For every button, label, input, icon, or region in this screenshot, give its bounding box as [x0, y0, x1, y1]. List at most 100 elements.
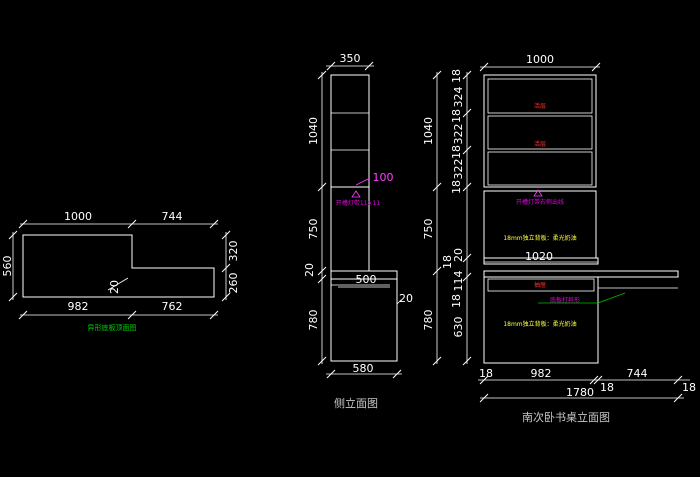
side-callout-100: 100 [373, 171, 394, 184]
front-elevation: 1000 1040 750 780 18 324 18 322 18 322 1… [422, 53, 696, 424]
side-callout-leader [355, 177, 371, 186]
front-note-led: 开槽灯带右侧出线 [516, 198, 564, 206]
tick [18, 310, 28, 320]
side-dim-780: 780 [307, 310, 320, 331]
plan-caption: 异形底板顶面图 [88, 323, 137, 332]
side-leader-right [396, 299, 402, 305]
tick [392, 369, 402, 379]
tick [364, 61, 374, 71]
front-dim-18-right: 18 [682, 381, 696, 394]
front-dim-1000: 1000 [526, 53, 554, 66]
front-note-drawer: 抽屉 [534, 281, 546, 289]
front-groove-marker [533, 189, 543, 197]
tick [673, 375, 683, 385]
tick [221, 263, 231, 273]
front-note-base: 底板打异形 [550, 296, 580, 304]
plan-dim-1000: 1000 [64, 210, 92, 223]
side-lower-cabinet [330, 278, 398, 362]
tick [317, 274, 327, 284]
front-dim-18b: 18 [450, 109, 463, 123]
plan-dim-560: 560 [1, 256, 14, 277]
tick [462, 108, 472, 118]
front-note-back2: 18mm独立背板：柔光奶油 [503, 320, 576, 328]
plan-dim-260: 260 [227, 273, 240, 294]
tick [317, 356, 327, 366]
plan-dim-982: 982 [68, 300, 89, 313]
front-upper-cabinet [483, 74, 597, 188]
front-dim-750: 750 [422, 219, 435, 240]
side-groove-note: 开槽灯带11×11 [336, 199, 380, 207]
tick [462, 272, 472, 282]
front-note-shelf1: 活层 [534, 102, 546, 110]
front-dim-18f: 18 [450, 294, 463, 308]
front-dim-18d: 18 [450, 180, 463, 194]
front-dim-1020: 1020 [525, 250, 553, 263]
tick [8, 292, 18, 302]
front-upper-bay-1 [487, 78, 593, 114]
front-note-shelf2: 活层 [534, 140, 546, 148]
tick [589, 375, 599, 385]
front-dim-744: 744 [627, 367, 648, 380]
tick [432, 356, 442, 366]
tick [479, 375, 489, 385]
tick [221, 230, 231, 240]
front-dim-780: 780 [422, 310, 435, 331]
tick [326, 369, 336, 379]
side-groove-marker [351, 190, 361, 198]
tick [127, 310, 137, 320]
side-dim-20-right: 20 [399, 292, 413, 305]
front-dim-18a: 18 [450, 69, 463, 83]
front-upper-bay-2 [487, 115, 593, 150]
tick [462, 70, 472, 80]
tick [18, 219, 28, 229]
tick [462, 182, 472, 192]
front-dim-18e: 18 [441, 255, 454, 269]
side-dim-350: 350 [340, 52, 361, 65]
side-caption: 侧立面图 [334, 396, 378, 410]
tick [432, 70, 442, 80]
tick [221, 292, 231, 302]
tick [326, 61, 336, 71]
front-dim-982: 982 [531, 367, 552, 380]
front-dim-1040: 1040 [422, 117, 435, 145]
tick [127, 219, 137, 229]
tick [593, 375, 603, 385]
front-dim-322b: 322 [452, 159, 465, 180]
front-note-back1: 18mm独立背板：柔光奶油 [503, 234, 576, 242]
tick [432, 266, 442, 276]
plan-view: 1000 744 982 762 560 320 260 20 异形底板顶面图 [1, 210, 240, 332]
tick [317, 70, 327, 80]
front-drawer [487, 278, 595, 292]
side-dim-20: 20 [303, 263, 316, 277]
tick [479, 62, 489, 72]
tick [462, 356, 472, 366]
side-upper-cabinet [330, 74, 370, 188]
plan-dim-20: 20 [108, 280, 121, 294]
side-dim-750: 750 [307, 219, 320, 240]
tick [479, 393, 489, 403]
front-dim-18-left: 18 [479, 367, 493, 380]
tick [432, 182, 442, 192]
plan-dim-762: 762 [162, 300, 183, 313]
front-dim-630: 630 [452, 317, 465, 338]
tick [8, 230, 18, 240]
tick [209, 219, 219, 229]
front-desk-top [483, 257, 599, 265]
front-dim-18-mid: 18 [600, 381, 614, 394]
front-upper-bay-3 [487, 151, 593, 186]
front-dim-322a: 322 [452, 124, 465, 145]
front-dim-114: 114 [452, 271, 465, 292]
front-base-leader-2 [597, 292, 626, 304]
tick [317, 182, 327, 192]
side-elevation: 350 1040 750 20 780 500 20 580 100 开槽灯带1… [303, 52, 413, 410]
front-caption: 南次卧书桌立面图 [522, 410, 610, 424]
front-base-return [597, 277, 678, 289]
side-dim-1040: 1040 [307, 117, 320, 145]
plan-dim-744: 744 [162, 210, 183, 223]
side-dim-500: 500 [356, 273, 377, 286]
plan-dim-320: 320 [227, 241, 240, 262]
front-dim-324: 324 [452, 87, 465, 108]
plan-leader [107, 277, 129, 291]
